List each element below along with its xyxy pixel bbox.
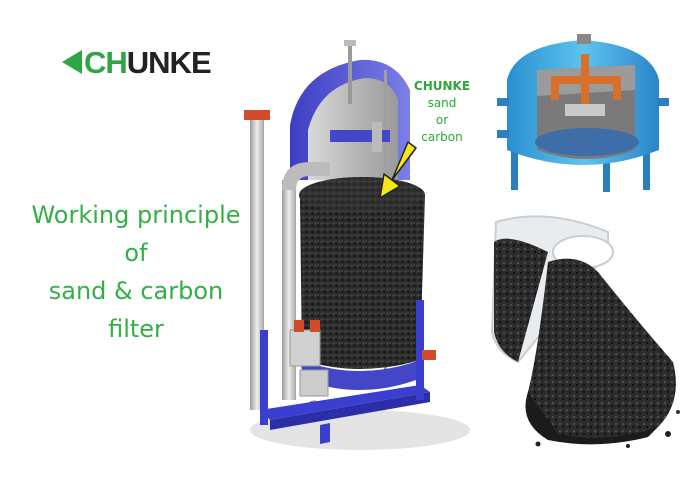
carbon-media-glass-illustration bbox=[490, 215, 680, 448]
filter-media-bed bbox=[300, 183, 425, 369]
cutaway-filter-illustration bbox=[244, 40, 470, 450]
brand-wordmark: CHUNKE bbox=[84, 44, 212, 80]
media-callout: CHUNKE sand or carbon bbox=[404, 78, 480, 146]
headline: Working principle of sand & carbon filte… bbox=[0, 196, 272, 348]
carbon-granules-pile bbox=[526, 258, 676, 441]
brand-wordmark-rest: UNKE bbox=[126, 44, 212, 80]
callout-line-1: CHUNKE bbox=[413, 79, 471, 93]
headline-line-4: filter bbox=[108, 315, 164, 343]
headline-line-3: sand & carbon bbox=[48, 277, 224, 305]
callout-line-4: carbon bbox=[421, 130, 463, 144]
brand-arrow-icon bbox=[62, 50, 82, 74]
brand-logo: CHUNKE bbox=[62, 42, 212, 82]
tank-cutaway-illustration bbox=[495, 30, 675, 200]
support-frame bbox=[260, 385, 430, 420]
callout-line-3: or bbox=[435, 113, 449, 127]
headline-line-1: Working principle bbox=[31, 201, 241, 229]
brand-wordmark-accent: CH bbox=[84, 44, 128, 80]
callout-line-2: sand bbox=[427, 96, 457, 110]
callout-arrow-icon bbox=[379, 141, 417, 199]
headline-line-2: of bbox=[124, 239, 148, 267]
top-valve bbox=[244, 110, 270, 120]
